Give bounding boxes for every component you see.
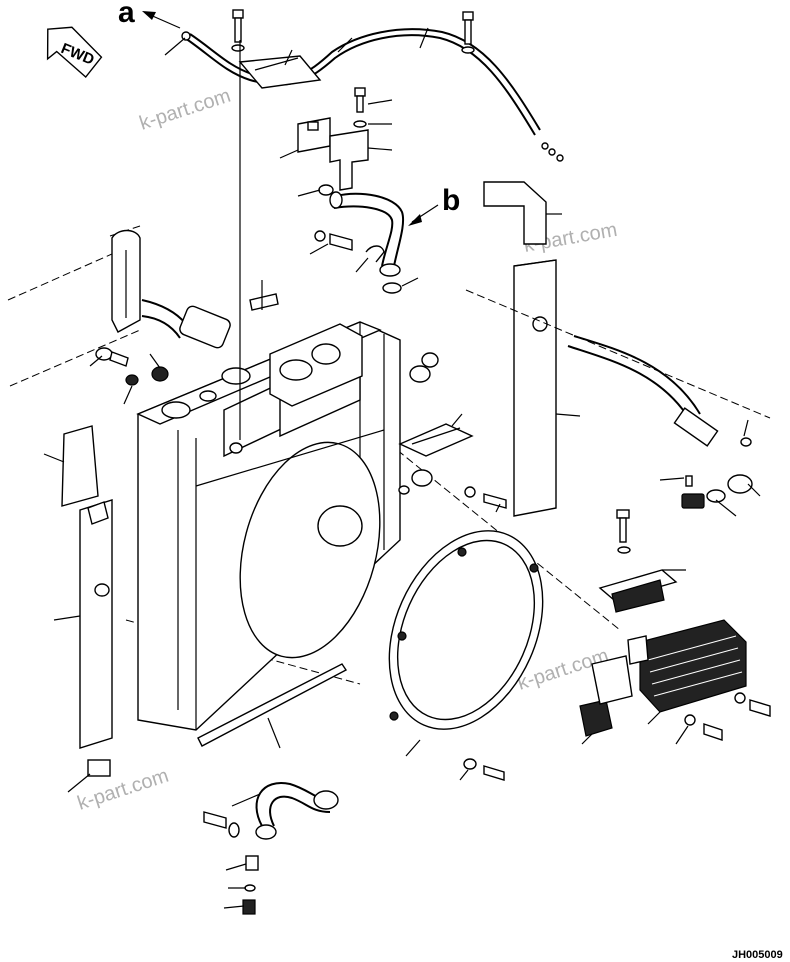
frame-bracket-left <box>111 229 141 333</box>
lower-water-hose <box>567 335 761 517</box>
cooler-bracket <box>598 569 686 613</box>
side-cover-upper-right <box>483 181 562 245</box>
callout-a-arrowhead <box>142 11 156 20</box>
lower-fittings <box>203 811 259 915</box>
hose-clamps-left <box>89 347 169 405</box>
top-bolt-left <box>231 9 245 52</box>
forward-direction-arrow: FWD <box>46 26 103 79</box>
watermark-top-left: k-part.com <box>137 85 234 135</box>
cooler-bolts <box>675 692 771 745</box>
fan-ring <box>388 530 544 757</box>
side-cover-top-left <box>43 425 99 507</box>
bracket-bolt <box>616 509 631 554</box>
callout-b-top: b <box>442 184 460 217</box>
ring-bolt <box>459 758 505 781</box>
top-bolt-right <box>461 11 475 54</box>
seal-strip <box>197 663 348 749</box>
step-bracket <box>398 413 474 457</box>
hose-bracket <box>329 129 393 191</box>
callout-a-top: a <box>118 0 135 29</box>
pipe-bolt <box>309 230 353 255</box>
upper-radiator-hose <box>141 299 231 349</box>
pipe-clamp <box>355 245 385 273</box>
overflow-hose <box>164 27 564 162</box>
oil-cooler <box>639 619 747 725</box>
side-cover-right <box>513 259 581 517</box>
callout-b-arrowhead <box>408 214 422 226</box>
rubber-mount-pad <box>279 117 331 159</box>
upper-bolt-center <box>353 87 393 128</box>
cooler-clamp <box>579 635 649 745</box>
drain-valve <box>659 475 705 509</box>
rubber-block <box>67 759 111 793</box>
lower-oil-pipe <box>231 782 339 840</box>
washer-bolt-set <box>398 469 507 513</box>
shroud-opening <box>195 429 385 659</box>
upper-water-pipe <box>297 184 419 294</box>
side-cover-left <box>53 499 113 749</box>
drawing-code: JH005009 <box>732 949 783 961</box>
